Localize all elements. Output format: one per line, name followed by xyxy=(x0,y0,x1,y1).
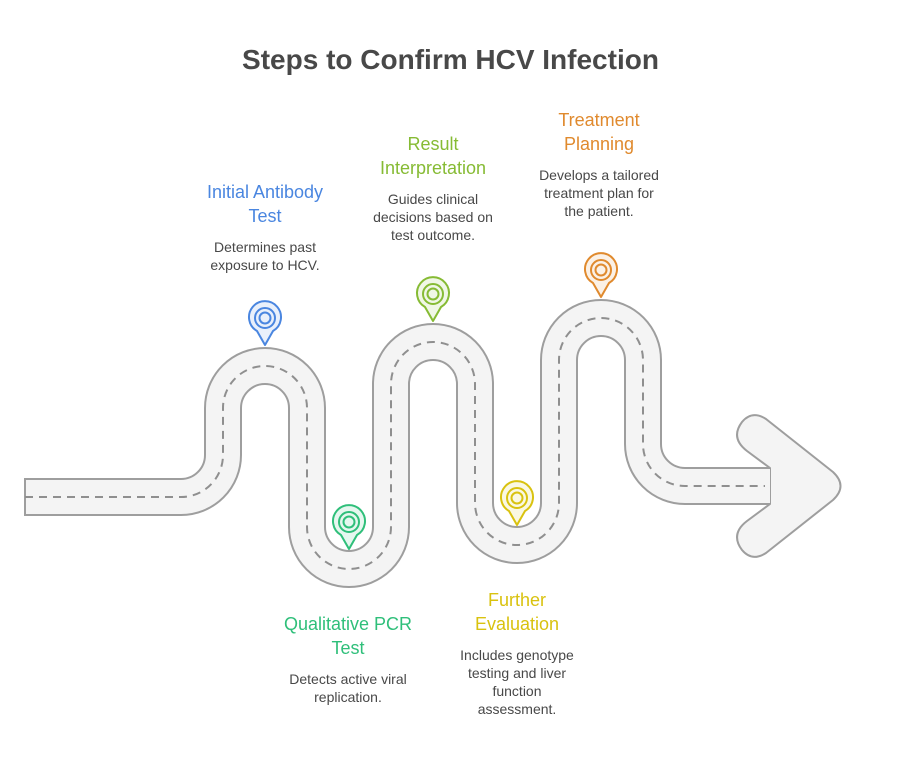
pin-ring-outer xyxy=(590,259,612,281)
pin-ring-outer xyxy=(506,487,528,509)
step-title: Qualitative PCR Test xyxy=(283,614,413,658)
step-result-interpretation: Result Interpretation Guides clinical de… xyxy=(343,132,523,244)
pin-ring-inner xyxy=(510,491,524,505)
map-pin-icon xyxy=(248,300,282,346)
pin-ring-inner xyxy=(258,311,272,325)
step-description: Detects active viral replication. xyxy=(289,671,407,705)
pin-ring-inner xyxy=(594,263,608,277)
pin-ring-inner xyxy=(426,287,440,301)
diagram-title: Steps to Confirm HCV Infection xyxy=(242,44,659,75)
pin-ring-outer xyxy=(338,511,360,533)
step-markers xyxy=(248,252,618,550)
step-title: Result Interpretation xyxy=(379,134,487,178)
step-treatment-planning: Treatment Planning Develops a tailored t… xyxy=(509,108,689,220)
road xyxy=(24,299,842,588)
step-description: Guides clinical decisions based on test … xyxy=(373,191,493,243)
step-further-evaluation: Further Evaluation Includes genotype tes… xyxy=(427,588,607,718)
map-pin-icon xyxy=(332,504,366,550)
pin-ring-inner xyxy=(342,515,356,529)
step-initial-antibody-test: Initial Antibody Test Determines past ex… xyxy=(175,180,355,274)
step-description: Includes genotype testing and liver func… xyxy=(460,647,574,717)
map-pin-icon xyxy=(416,276,450,322)
step-description: Develops a tailored treatment plan for t… xyxy=(539,167,659,219)
map-pin-icon xyxy=(500,480,534,526)
road-arrow-head xyxy=(736,414,842,558)
road-surface xyxy=(25,301,770,586)
pin-ring-outer xyxy=(422,283,444,305)
map-pin-icon xyxy=(584,252,618,298)
step-description: Determines past exposure to HCV. xyxy=(210,239,320,273)
pin-ring-outer xyxy=(254,307,276,329)
step-title: Initial Antibody Test xyxy=(206,182,324,226)
step-qualitative-pcr-test: Qualitative PCR Test Detects active vira… xyxy=(258,612,438,706)
road-center-dashes xyxy=(25,317,765,570)
step-title: Further Evaluation xyxy=(474,590,560,634)
step-title: Treatment Planning xyxy=(558,110,640,154)
